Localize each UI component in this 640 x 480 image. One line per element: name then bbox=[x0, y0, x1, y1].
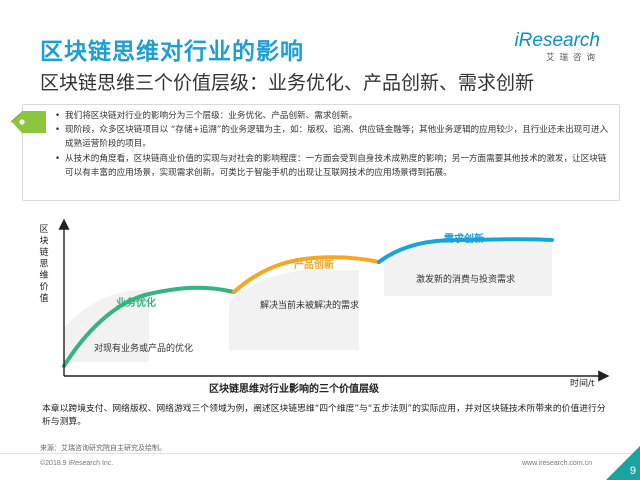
footer-website: www.iresearch.com.cn bbox=[521, 460, 592, 467]
value-level-diagram: 区块链思维价值 业务优化 产品创新 需求创新 对现有业务或产品的优化 解决当前未… bbox=[39, 218, 610, 395]
bullet-item: 现阶段，众多区块链项目以 “存储+追溯”的业务逻辑为主，如：版权、追溯、供应链金… bbox=[55, 123, 611, 151]
level1-name: 业务优化 bbox=[116, 296, 156, 309]
level2-band bbox=[229, 270, 359, 350]
page-title: 区块链思维对行业的影响 bbox=[40, 39, 304, 65]
level2-name: 产品创新 bbox=[294, 258, 334, 271]
page-subtitle: 区块链思维三个价值层级：业务优化、产品创新、需求创新 bbox=[40, 72, 535, 94]
level2-curve bbox=[232, 255, 381, 294]
chapter-description: 本章以跨境支付、网络版权、网络游戏三个领域为例，阐述区块链思维“四个维度”与“五… bbox=[42, 404, 606, 428]
level2-desc: 解决当前未被解决的需求 bbox=[260, 299, 359, 311]
price-tag-icon bbox=[10, 111, 46, 133]
source-note: 来源：艾瑞咨询研究院自主研究及绘制。 bbox=[40, 444, 166, 452]
y-axis-label: 区块链思维价值 bbox=[39, 224, 48, 304]
level1-desc: 对现有业务或产品的优化 bbox=[94, 342, 193, 354]
level3-curve bbox=[377, 237, 554, 264]
bullet-item: 从技术的角度看，区块链商业价值的实现与对社会的影响程度：一方面会受到自身技术成熟… bbox=[55, 152, 611, 180]
level3-band bbox=[384, 242, 552, 296]
level1-curve bbox=[62, 285, 236, 368]
bullet-item: 我们将区块链对行业的影响分为三个层级：业务优化、产品创新、需求创新。 bbox=[55, 109, 611, 123]
summary-bullets: 我们将区块链对行业的影响分为三个层级：业务优化、产品创新、需求创新。 现阶段，众… bbox=[55, 109, 611, 180]
iresearch-logo: iResearch 艾瑞咨询 bbox=[514, 30, 600, 63]
x-axis-label: 时间/t bbox=[570, 377, 595, 389]
chart-caption: 区块链思维对行业影响的三个价值层级 bbox=[209, 382, 380, 395]
logo-sub: 艾瑞咨询 bbox=[545, 53, 600, 63]
page-corner-accent bbox=[606, 446, 640, 480]
page-number: 9 bbox=[629, 465, 636, 477]
level1-band bbox=[64, 289, 149, 362]
footer-divider bbox=[0, 453, 640, 454]
footer-copyright: ©2018.9 iResearch Inc. bbox=[40, 460, 114, 467]
level3-name: 需求创新 bbox=[444, 232, 484, 245]
logo-brand: iResearch bbox=[514, 30, 600, 51]
summary-box: 我们将区块链对行业的影响分为三个层级：业务优化、产品创新、需求创新。 现阶段，众… bbox=[22, 104, 620, 201]
level3-desc: 激发新的消费与投资需求 bbox=[416, 273, 515, 285]
